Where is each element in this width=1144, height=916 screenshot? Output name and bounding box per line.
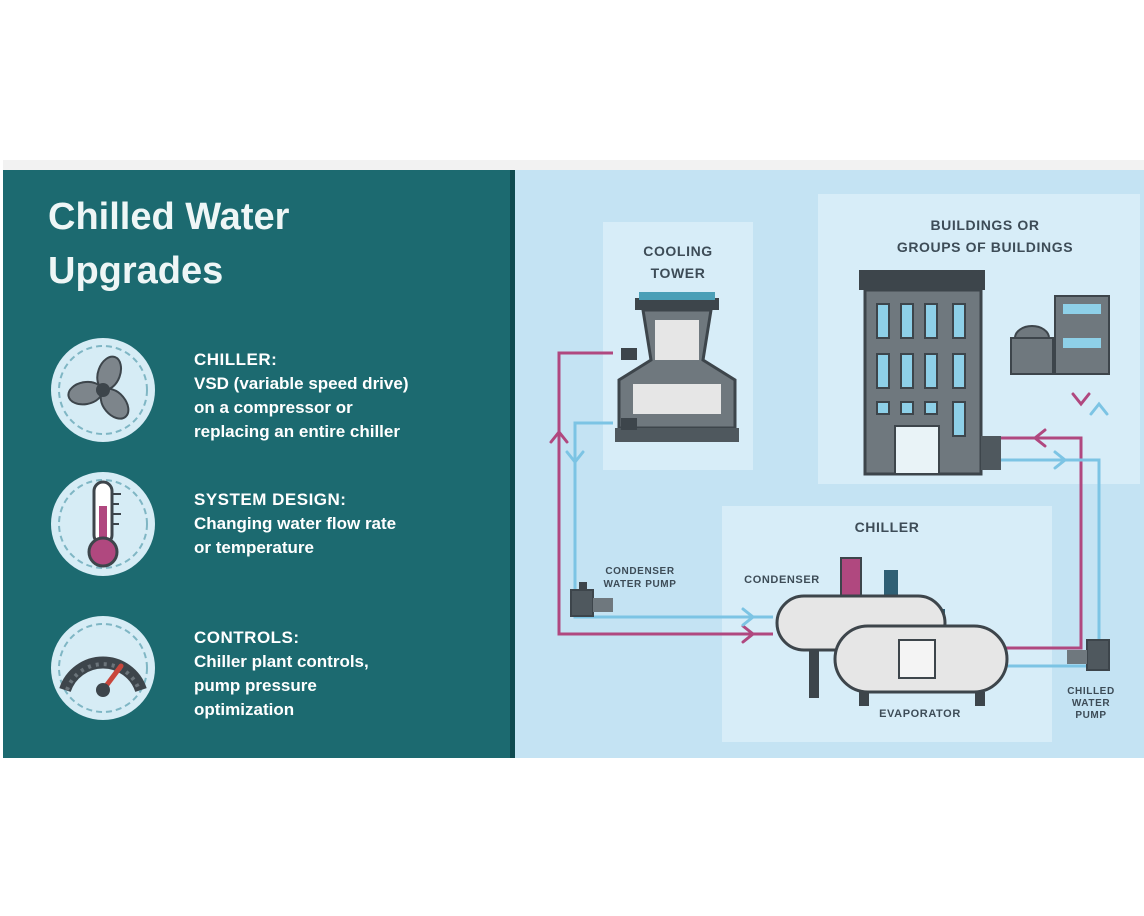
buildings-label: BUILDINGS OR GROUPS OF BUILDINGS [896, 217, 1074, 255]
item-body: Chiller plant controls, pump pressure op… [194, 652, 369, 719]
chilled-loop-pipe [573, 421, 1101, 668]
item-heading: SYSTEM DESIGN: [194, 490, 347, 509]
gauge-icon [51, 616, 155, 720]
chiller-label: CHILLER [854, 519, 920, 535]
page-title: Chilled Water Upgrades [48, 196, 290, 292]
item-body: VSD (variable speed drive) on a compress… [194, 374, 409, 441]
panel-divider [510, 170, 515, 758]
chilled-water-diagram [549, 270, 1110, 706]
item-controls: CONTROLS: Chiller plant controls, pump p… [194, 626, 369, 722]
condenser-label: CONDENSER [744, 574, 820, 586]
item-heading: CONTROLS: [194, 628, 300, 647]
small-buildings-icon [1010, 295, 1110, 375]
thermometer-icon [51, 472, 155, 576]
item-heading: CHILLER: [194, 350, 278, 369]
condenser-pump-label: CONDENSER WATER PUMP [603, 566, 677, 590]
evaporator-label: EVAPORATOR [879, 708, 961, 720]
condenser-pump-icon [570, 582, 613, 617]
item-chiller: CHILLER: VSD (variable speed drive) on a… [194, 348, 408, 444]
item-body: Changing water flow rate or temperature [194, 514, 397, 557]
evaporator-icon [833, 624, 1009, 706]
chilled-pump-icon [1067, 639, 1110, 671]
cooling-tower-label: COOLING TOWER [643, 243, 713, 281]
cooling-tower-icon [615, 292, 739, 442]
fan-icon [51, 338, 155, 442]
office-building-icon [859, 270, 1001, 476]
chilled-pump-label: CHILLED WATER PUMP [1067, 686, 1115, 721]
item-system-design: SYSTEM DESIGN: Changing water flow rate … [194, 488, 396, 560]
